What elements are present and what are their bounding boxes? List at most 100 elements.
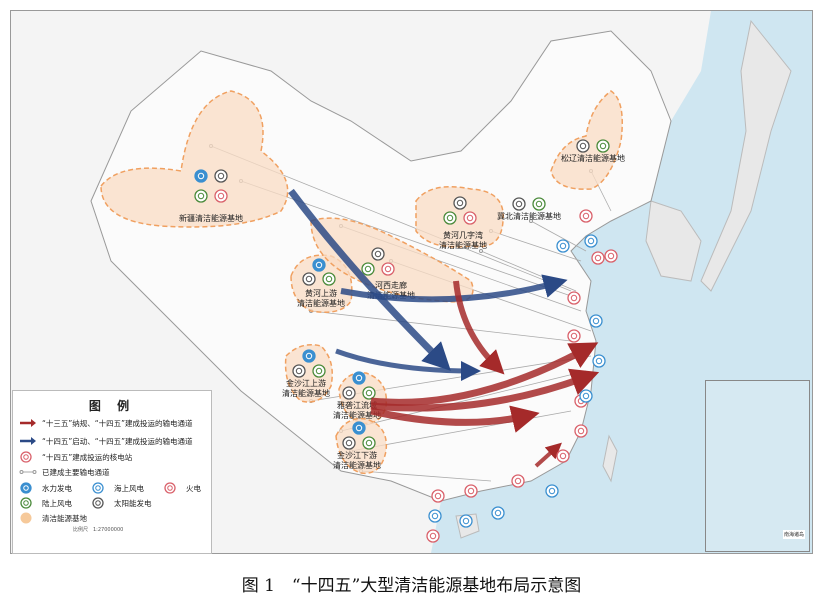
base-label: 松辽清洁能源基地 (561, 153, 625, 163)
legend-label: “十三五”纳规、“十四五”建成投运的输电通道 (42, 418, 193, 428)
legend-item: 清洁能源基地 (19, 512, 87, 524)
legend-label: 海上风电 (114, 483, 144, 493)
blue-arrow-icon (20, 437, 36, 445)
hydro-icon (302, 349, 316, 363)
base-label: 清洁能源基地 (333, 460, 381, 470)
offshore-icon (592, 354, 606, 368)
legend-item: 水力发电 (19, 482, 72, 494)
solar-icon (92, 497, 104, 509)
legend-item: “十四五”建成投运的核电站 (19, 451, 132, 463)
line-icon (19, 470, 37, 474)
wind-icon (20, 497, 32, 509)
clean-energy-base: 新疆清洁能源基地 (100, 90, 289, 228)
legend-item: 已建成主要输电通道 (19, 466, 110, 478)
offshore-icon (579, 389, 593, 403)
offshore-icon (589, 314, 603, 328)
base-label: 金沙江下游 (337, 450, 377, 460)
blue-transmission-arrow (340, 274, 568, 303)
clean-energy-base: 冀北清洁能源基地 (497, 197, 561, 221)
blue-transmission-arrow (335, 348, 481, 381)
legend-label: 清洁能源基地 (42, 513, 87, 523)
legend-label: “十四五”启动、“十四五”建成投运的输电通道 (42, 436, 193, 446)
solar-icon (214, 169, 228, 183)
south-china-sea-inset: 南海诸岛 (705, 380, 810, 552)
legend-item: “十四五”启动、“十四五”建成投运的输电通道 (19, 435, 193, 447)
hydro-icon (352, 421, 366, 435)
red-arrow-icon (20, 419, 36, 427)
base-label: 河西走廊 (375, 280, 407, 290)
legend-item: 太阳能发电 (91, 497, 152, 509)
solar-icon (342, 436, 356, 450)
solar-icon (302, 272, 316, 286)
legend-item: 火电 (163, 482, 201, 494)
offshore-icon (428, 509, 442, 523)
nuclear-icon (464, 484, 478, 498)
base-label: 清洁能源基地 (333, 410, 381, 420)
solar-icon (292, 364, 306, 378)
legend-label: 火电 (186, 483, 201, 493)
offshore-icon (556, 239, 570, 253)
korea (645, 200, 702, 282)
fire-icon (214, 189, 228, 203)
base-label: 清洁能源基地 (282, 388, 330, 398)
nuclear-icon (591, 251, 605, 265)
scale-label: 比例尺 1:27000000 (73, 527, 124, 533)
nuclear-icon (574, 424, 588, 438)
inset-title: 南海诸岛 (782, 530, 805, 539)
hydro-icon (20, 482, 32, 494)
transmission-arrows (288, 188, 600, 468)
nuclear-icon (579, 209, 593, 223)
fire-icon (381, 262, 395, 276)
hydro-icon (312, 258, 326, 272)
wind-icon (596, 139, 610, 153)
nuclear-icon (426, 529, 440, 543)
offshore-icon (584, 234, 598, 248)
nuclear-icon (567, 291, 581, 305)
onshore-wind-icon (20, 497, 32, 509)
japan (700, 19, 792, 292)
base-label: 清洁能源基地 (297, 298, 345, 308)
legend-item: 陆上风电 (19, 497, 72, 509)
figure-caption: 图 1 “十四五”大型清洁能源基地布局示意图 (241, 576, 582, 596)
base-area-icon (20, 512, 32, 524)
nuclear-icon (20, 451, 32, 463)
legend-label: 陆上风电 (42, 498, 72, 508)
blue-transmission-arrow (288, 188, 451, 371)
fire-icon (164, 482, 176, 494)
solar-icon (92, 497, 104, 509)
wind-icon (194, 189, 208, 203)
offshore-icon (491, 506, 505, 520)
nuclear-icon (604, 249, 618, 263)
base-label: 清洁能源基地 (439, 240, 487, 250)
wind-icon (361, 262, 375, 276)
legend-item: 海上风电 (91, 482, 144, 494)
base-label: 新疆清洁能源基地 (179, 213, 243, 223)
nuclear-icon (511, 474, 525, 488)
hydro-icon (194, 169, 208, 183)
offshore-icon (545, 484, 559, 498)
clean-energy-base: 松辽清洁能源基地 (550, 90, 625, 190)
base-label: 冀北清洁能源基地 (497, 211, 561, 221)
taiwan (602, 434, 618, 483)
solar-icon (576, 139, 590, 153)
solar-icon (453, 196, 467, 210)
base-label: 黄河几字湾 (443, 230, 483, 240)
wind-icon (532, 197, 546, 211)
nuclear-icon (431, 489, 445, 503)
wind-icon (443, 211, 457, 225)
base-label: 雅砻江流域 (337, 400, 377, 410)
legend-label: 水力发电 (42, 483, 72, 493)
wind-icon (362, 436, 376, 450)
nuclear-icon (556, 449, 570, 463)
red-transmission-arrow (453, 280, 505, 375)
nuclear-icon (20, 451, 32, 463)
fire-icon (463, 211, 477, 225)
nuclear-icon (567, 329, 581, 343)
offshore-wind-icon (92, 482, 104, 494)
offshore-icon (459, 514, 473, 528)
hydro-icon (20, 482, 32, 494)
solar-icon (512, 197, 526, 211)
legend: 图 例 “十三五”纳规、“十四五”建成投运的输电通道“十四五”启动、“十四五”建… (12, 390, 212, 554)
